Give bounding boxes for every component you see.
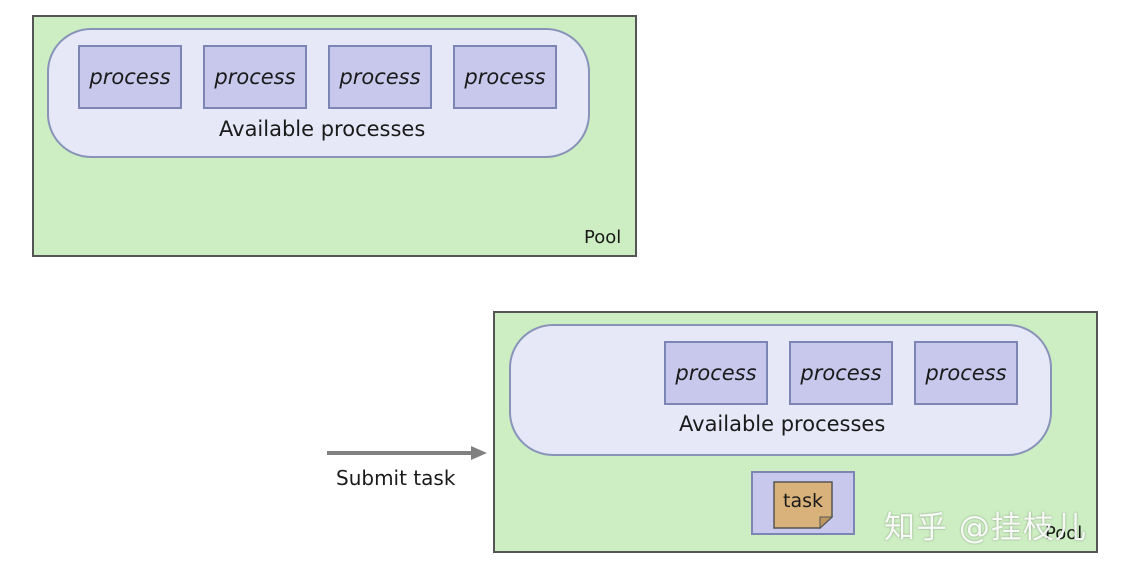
- available-processes-container-top: process process process process Availabl…: [47, 28, 590, 158]
- task-label: task: [783, 490, 823, 512]
- submit-arrow: [327, 446, 487, 460]
- task-note: task: [773, 481, 833, 529]
- process-box: process: [664, 341, 768, 405]
- available-processes-label: Available processes: [219, 117, 426, 141]
- available-processes-label: Available processes: [679, 412, 886, 436]
- task-slot: task: [751, 471, 855, 535]
- available-processes-container-bottom: process process process Available proces…: [509, 324, 1052, 456]
- task-note-shape: [773, 481, 833, 529]
- watermark: 知乎 @挂枝儿: [884, 510, 1087, 546]
- process-box: process: [789, 341, 893, 405]
- process-box: process: [328, 45, 432, 109]
- pool-box-top: process process process process Availabl…: [32, 15, 637, 257]
- process-box: process: [453, 45, 557, 109]
- submit-task-label: Submit task: [336, 466, 456, 490]
- pool-label: Pool: [584, 227, 622, 248]
- process-box: process: [78, 45, 182, 109]
- process-box: process: [203, 45, 307, 109]
- pool-box-bottom: process process process Available proces…: [493, 311, 1098, 553]
- process-box: process: [914, 341, 1018, 405]
- pool-label: Pool: [1045, 523, 1083, 544]
